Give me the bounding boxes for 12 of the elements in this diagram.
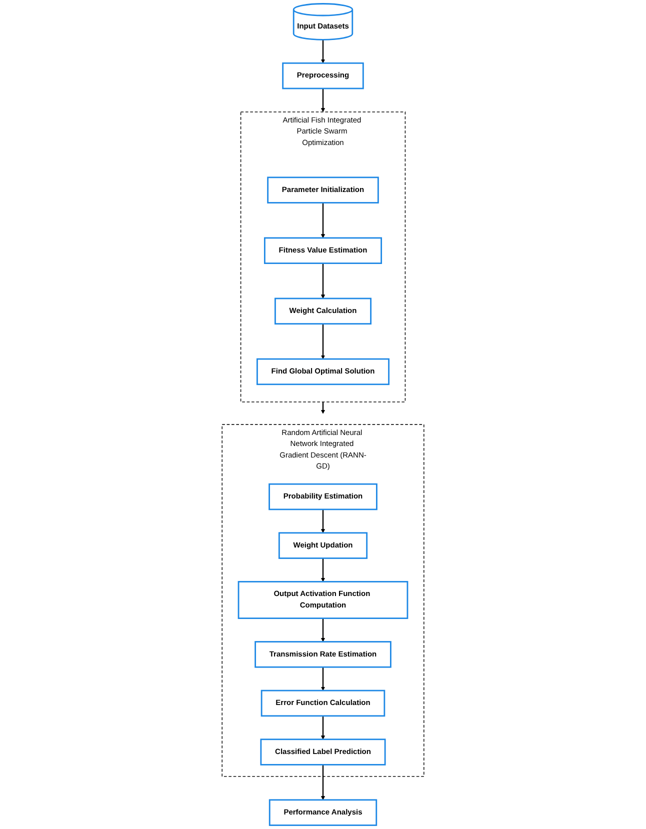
arrow — [320, 618, 326, 642]
arrow — [320, 263, 326, 299]
arrow — [320, 202, 326, 238]
arrow — [320, 324, 326, 360]
arrow — [320, 40, 326, 64]
arrow — [320, 667, 326, 691]
arrow — [320, 764, 326, 800]
arrow — [320, 88, 326, 112]
arrow — [320, 716, 326, 740]
arrow — [320, 509, 326, 534]
arrow — [320, 558, 326, 582]
arrow — [320, 402, 326, 414]
